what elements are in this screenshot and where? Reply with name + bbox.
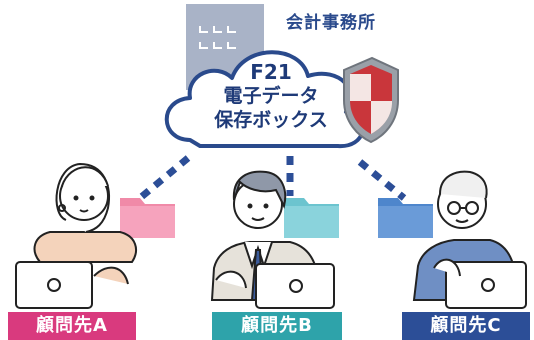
laptop-c-icon — [433, 258, 527, 309]
folder-c-icon — [378, 198, 433, 238]
connector-a — [137, 155, 191, 201]
client-b-badge: 顧問先B — [212, 312, 342, 340]
client-c-badge: 顧問先C — [402, 312, 530, 340]
client-a-person-icon — [33, 162, 137, 263]
cloud-line-2: 電子データ — [223, 85, 319, 107]
office-label: 会計事務所 — [286, 13, 376, 33]
cloud-line-1: F21 — [250, 60, 292, 84]
client-a-badge: 顧問先A — [8, 312, 136, 340]
folder-a-icon — [120, 198, 175, 238]
cloud-title: F21 電子データ 保存ボックス — [196, 60, 346, 132]
shield-icon — [343, 56, 399, 144]
laptop-b-icon — [215, 263, 335, 309]
folder-b-icon — [284, 198, 339, 238]
cloud-line-3: 保存ボックス — [214, 109, 328, 131]
connector-c — [357, 159, 407, 201]
laptop-a-icon — [15, 261, 129, 309]
